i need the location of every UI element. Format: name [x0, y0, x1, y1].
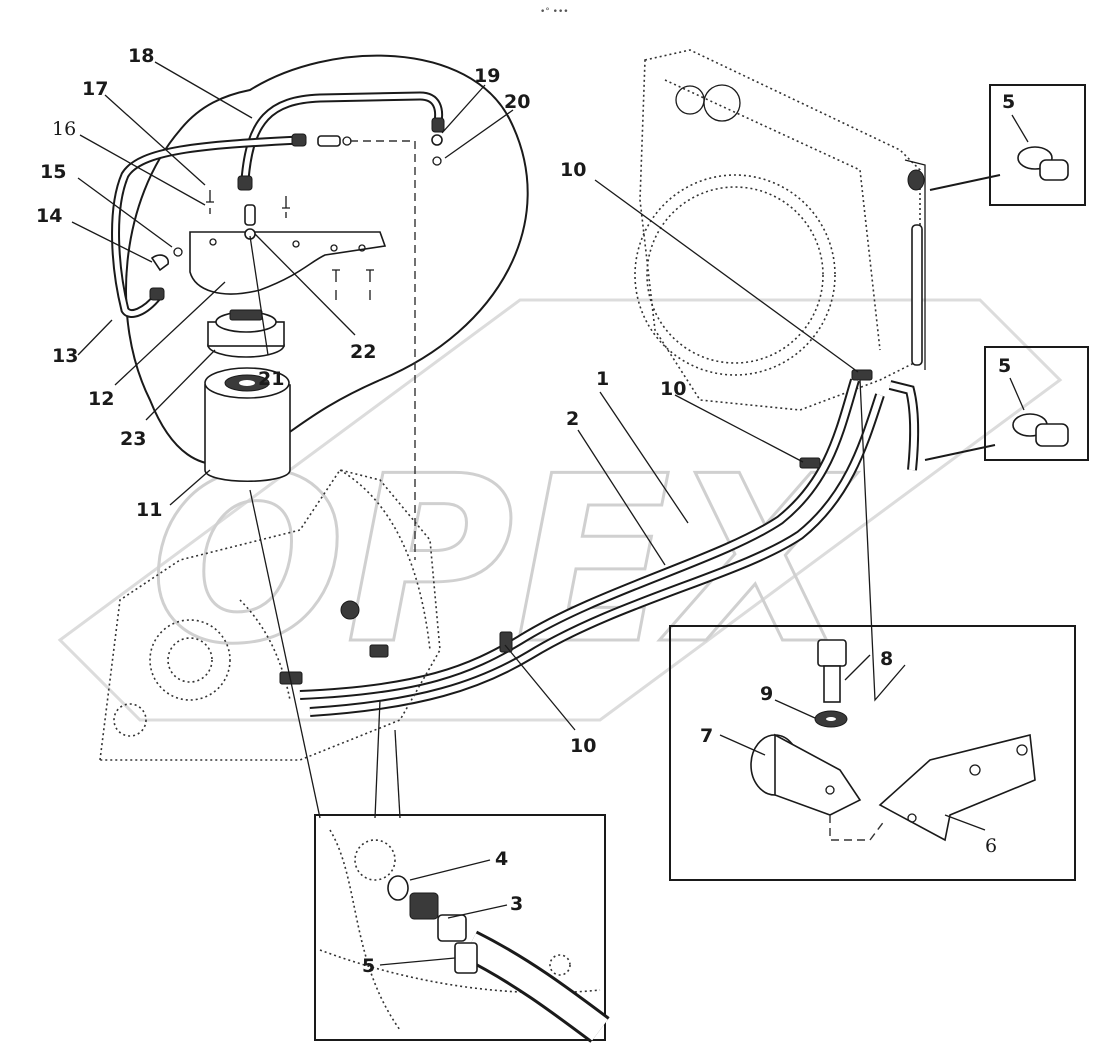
callout-10-bottom: 10 [570, 735, 596, 757]
filter-head-23 [207, 309, 285, 358]
callout-11: 11 [136, 499, 162, 521]
detail-inset-clamp [669, 625, 1076, 881]
hose-2 [309, 393, 885, 717]
leader-lines [71, 61, 1029, 966]
callout-10-mid: 10 [660, 378, 686, 400]
hose-13 [111, 133, 307, 318]
callout-1: 1 [596, 368, 609, 390]
top-mark: •° ••• [540, 7, 569, 17]
hose-right-drop [888, 380, 920, 471]
callout-5-top: 5 [1002, 91, 1015, 113]
callout-14: 14 [36, 205, 62, 227]
radiator-shroud [634, 49, 926, 411]
callout-4: 4 [495, 848, 508, 870]
callout-18: 18 [128, 45, 154, 67]
callout-5-bottom: 5 [362, 955, 375, 977]
callout-9: 9 [760, 683, 773, 705]
callouts: 18 17 16 15 14 13 12 23 11 19 20 21 22 1… [36, 45, 1015, 977]
callout-8: 8 [880, 648, 893, 670]
callout-20: 20 [504, 91, 530, 113]
callout-12: 12 [88, 388, 114, 410]
watermark: OPEX [57, 298, 1063, 722]
callout-6: 6 [985, 835, 997, 857]
callout-19: 19 [474, 65, 500, 87]
hose-1 [299, 378, 860, 700]
callout-2: 2 [566, 408, 579, 430]
detail-inset-clamp-top [929, 84, 1086, 206]
callout-7: 7 [700, 725, 713, 747]
callout-3: 3 [510, 893, 523, 915]
detail-inset-fitting [314, 814, 610, 1043]
fittings-top [317, 134, 443, 560]
detail-inset-clamp-mid [924, 346, 1089, 461]
callout-22: 22 [350, 341, 376, 363]
bracket-12 [150, 190, 387, 300]
callout-13: 13 [52, 345, 78, 367]
callout-10-top: 10 [560, 159, 586, 181]
callout-21: 21 [258, 368, 284, 390]
callout-16: 16 [52, 118, 76, 140]
engine-block [99, 469, 441, 761]
hose-clamps [499, 369, 873, 653]
callout-15: 15 [40, 161, 66, 183]
callout-23: 23 [120, 428, 146, 450]
filter-group-oval [125, 54, 529, 466]
filter-11 [204, 367, 291, 482]
callout-17: 17 [82, 78, 108, 100]
callout-5-mid: 5 [998, 355, 1011, 377]
